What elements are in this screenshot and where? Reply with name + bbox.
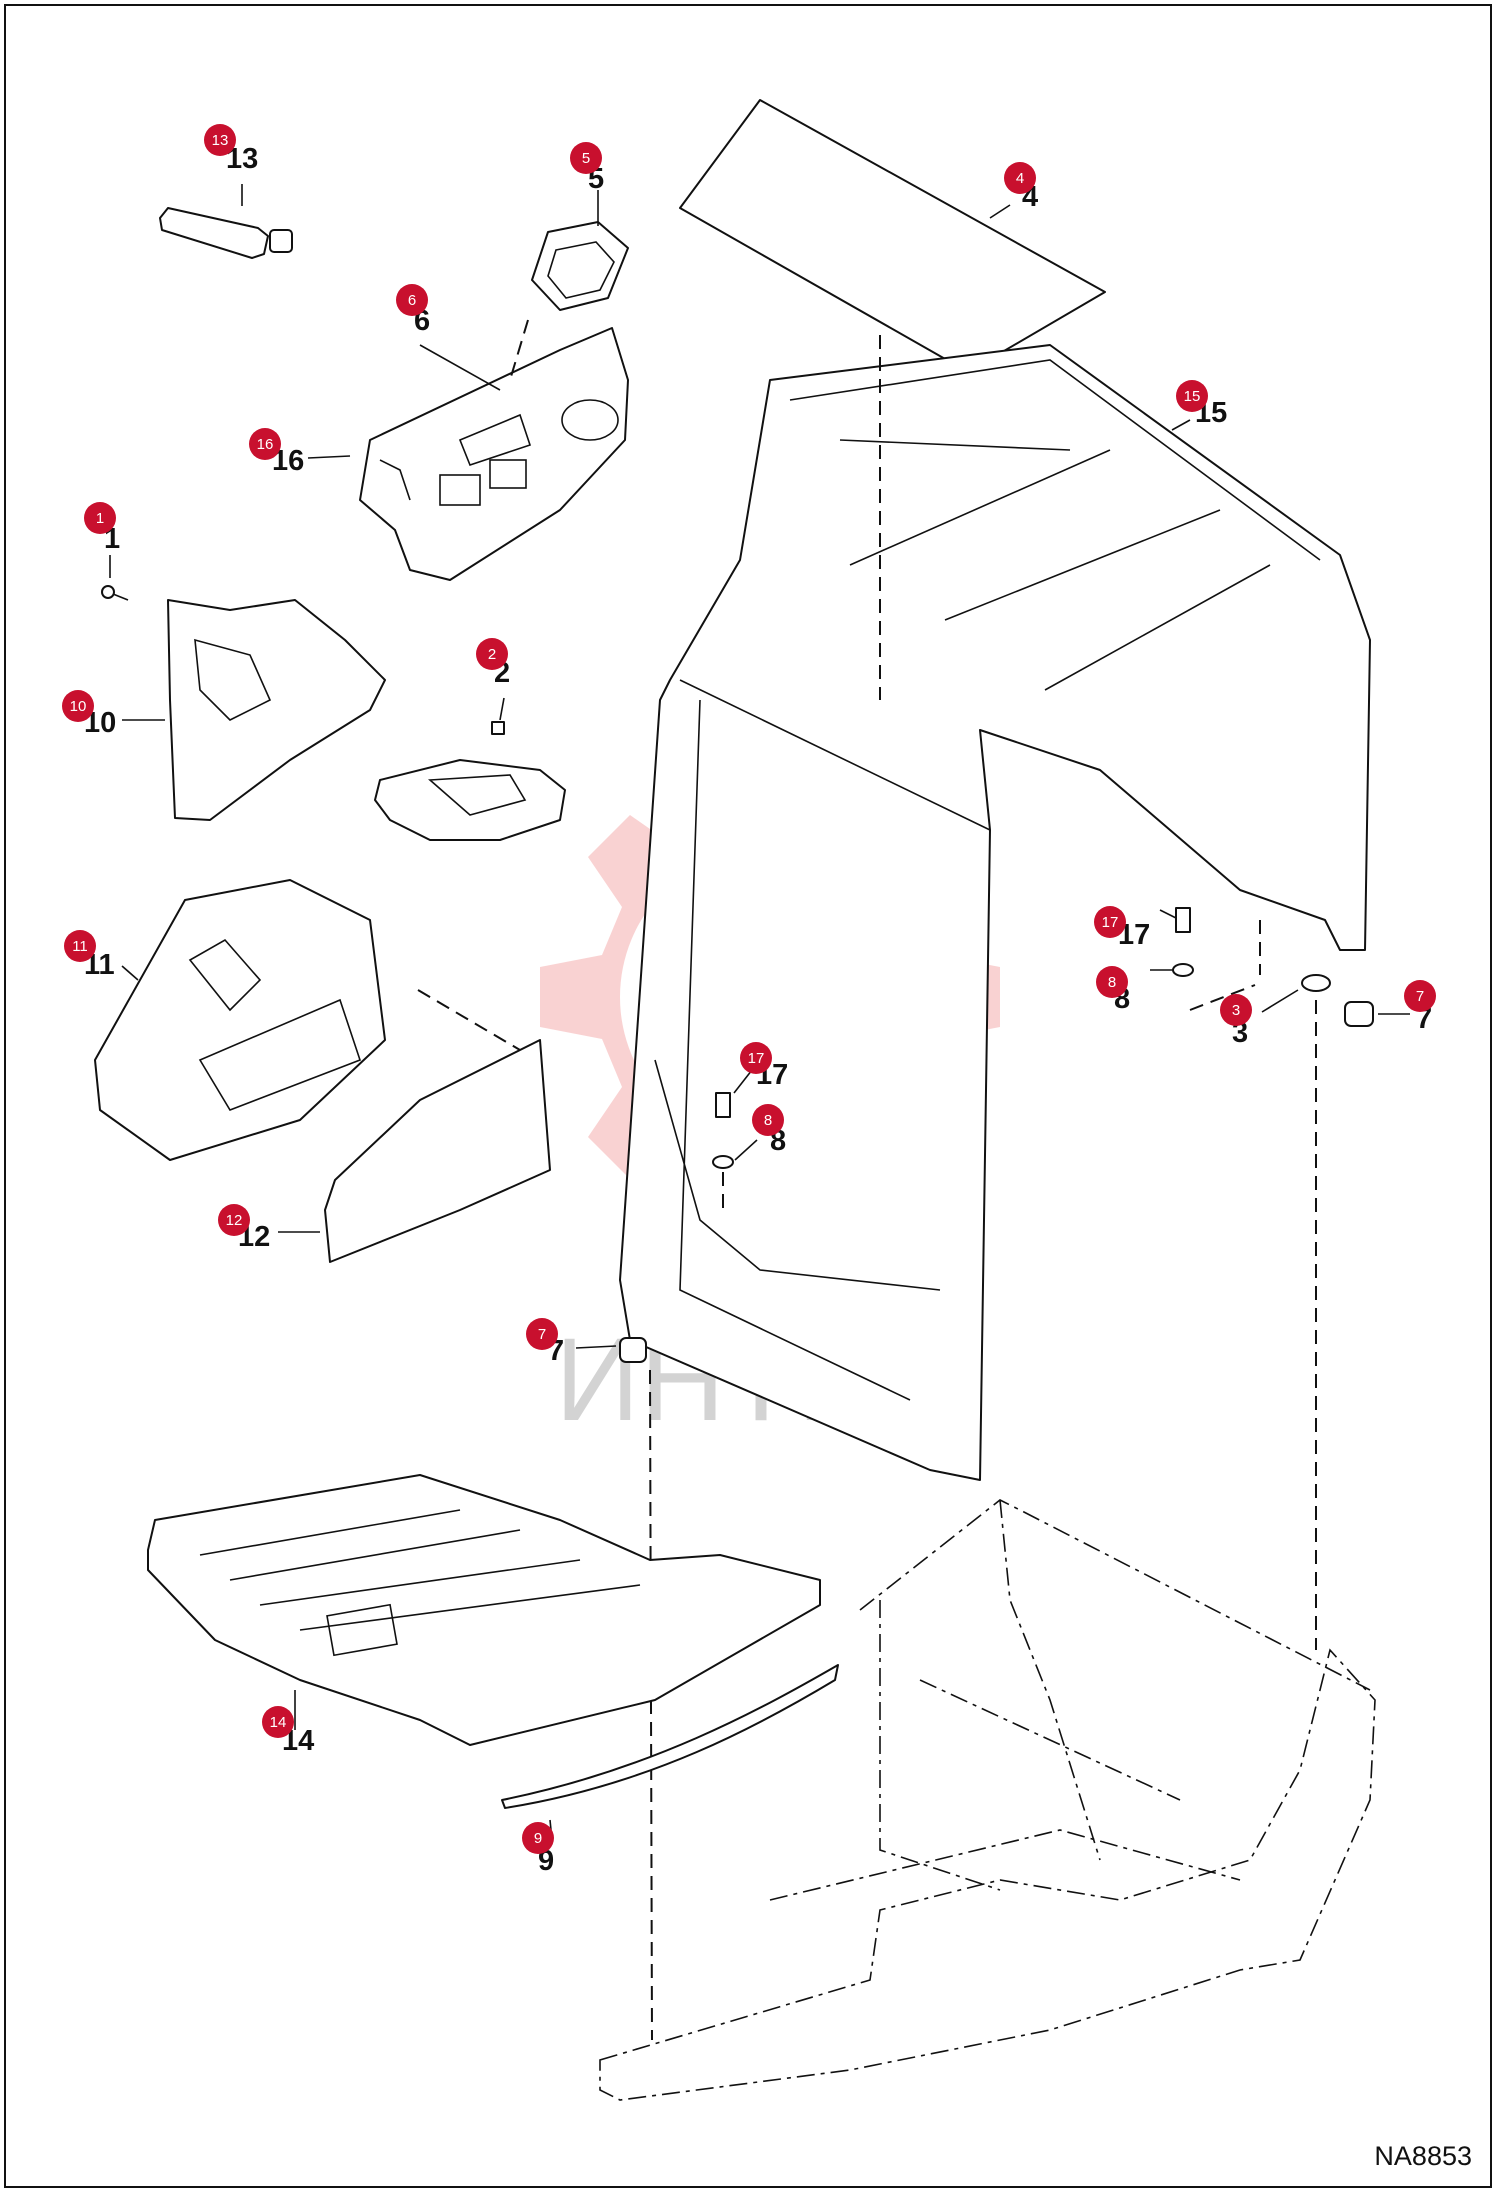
machine-frame-outline [599,1499,1376,2101]
badge-8-right: 8 [1096,966,1128,998]
svg-text:12: 12 [226,1212,243,1229]
svg-text:2: 2 [488,646,496,663]
svg-text:1: 1 [96,510,104,527]
drawing-code: NA8853 [1374,2141,1472,2171]
part-7-pad-right [1344,1001,1374,1027]
badge-17-center: 17 [740,1042,772,1074]
svg-text:7: 7 [538,1326,546,1343]
svg-text:14: 14 [270,1714,287,1731]
badge-3: 3 [1220,994,1252,1026]
part-17-bolt-center [715,1092,731,1118]
svg-text:8: 8 [764,1112,772,1129]
badge-10: 10 [62,690,94,722]
part-12-cover-panel [324,1039,551,1263]
badge-4: 4 [1004,162,1036,194]
badge-11: 11 [64,930,96,962]
badge-15: 15 [1176,380,1208,412]
drawing-frame [4,4,1492,2188]
leader-lines [109,184,1410,1841]
part-3-washer [1301,974,1331,992]
svg-text:6: 6 [408,292,416,309]
svg-text:9: 9 [534,1830,542,1847]
svg-text:13: 13 [212,132,229,149]
badge-7-right: 7 [1404,980,1436,1012]
svg-text:10: 10 [70,698,87,715]
part-8-washer-right [1172,963,1194,977]
badge-2: 2 [476,638,508,670]
badge-7-left: 7 [526,1318,558,1350]
part-4-roof-panel [679,99,1106,373]
part-7-pad-left [619,1337,647,1363]
badge-8-center: 8 [752,1104,784,1136]
svg-text:16: 16 [257,436,274,453]
part-15-cab-frame [619,344,1371,1481]
part-1-screw [101,585,129,601]
part-11-lower-console [94,879,386,1161]
badge-6: 6 [396,284,428,316]
svg-text:8: 8 [1108,974,1116,991]
svg-text:17: 17 [1102,914,1119,931]
svg-text:7: 7 [1416,988,1424,1005]
svg-text:11: 11 [72,938,88,955]
svg-text:15: 15 [1184,388,1201,405]
part-2-latch [374,721,566,841]
part-8-washer-center [712,1155,734,1169]
badge-16: 16 [249,428,281,460]
svg-text:17: 17 [748,1050,765,1067]
badge-17-right: 17 [1094,906,1126,938]
badge-1: 1 [84,502,116,534]
part-9-trim-strip [501,1664,839,1809]
badge-14: 14 [262,1706,294,1738]
assembly-lines [417,319,1317,2041]
part-6-console [359,327,629,581]
part-13-sealant-tube [159,207,293,259]
part-17-bolt-right [1175,907,1191,933]
part-5-cup-holder [531,221,629,311]
badge-13: 13 [204,124,236,156]
svg-text:3: 3 [1232,1002,1240,1019]
badge-5: 5 [570,142,602,174]
badge-12: 12 [218,1204,250,1236]
part-14-floor-plate [147,1474,821,1746]
svg-text:5: 5 [582,150,590,167]
callout-badges: 13 5 4 6 16 15 1 10 2 11 17 8 3 7 17 8 1… [62,124,1436,1854]
svg-text:4: 4 [1016,170,1024,187]
badge-9: 9 [522,1822,554,1854]
part-10-side-panel [167,599,386,821]
